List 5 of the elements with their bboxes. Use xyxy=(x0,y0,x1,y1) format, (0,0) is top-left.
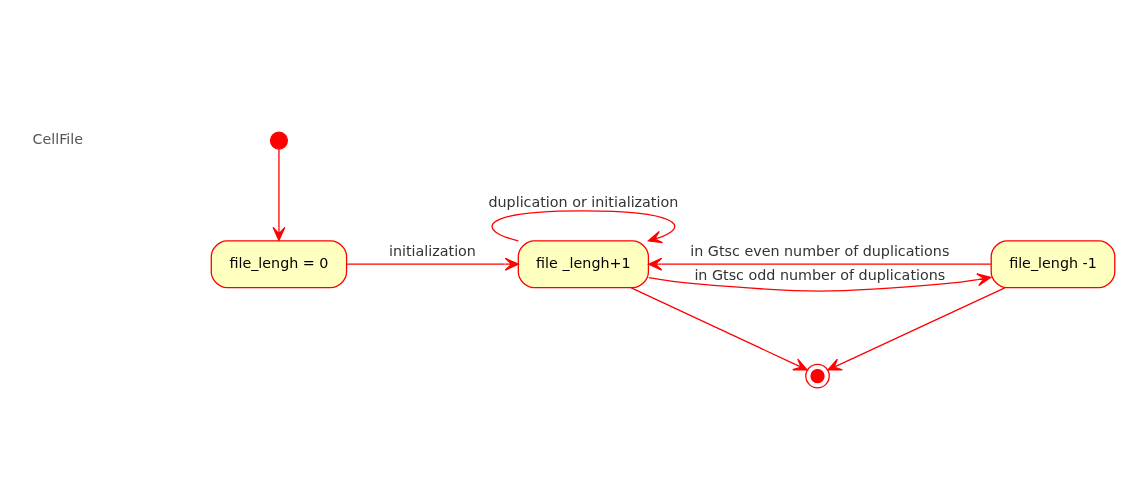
edge-label: initialization xyxy=(388,242,476,259)
edge-label: in Gtsc even number of duplications xyxy=(690,242,950,259)
label: CellFile xyxy=(32,130,84,147)
edge-label: in Gtsc odd number of duplications xyxy=(694,266,946,283)
edge-label: duplication or initialization xyxy=(488,193,679,210)
